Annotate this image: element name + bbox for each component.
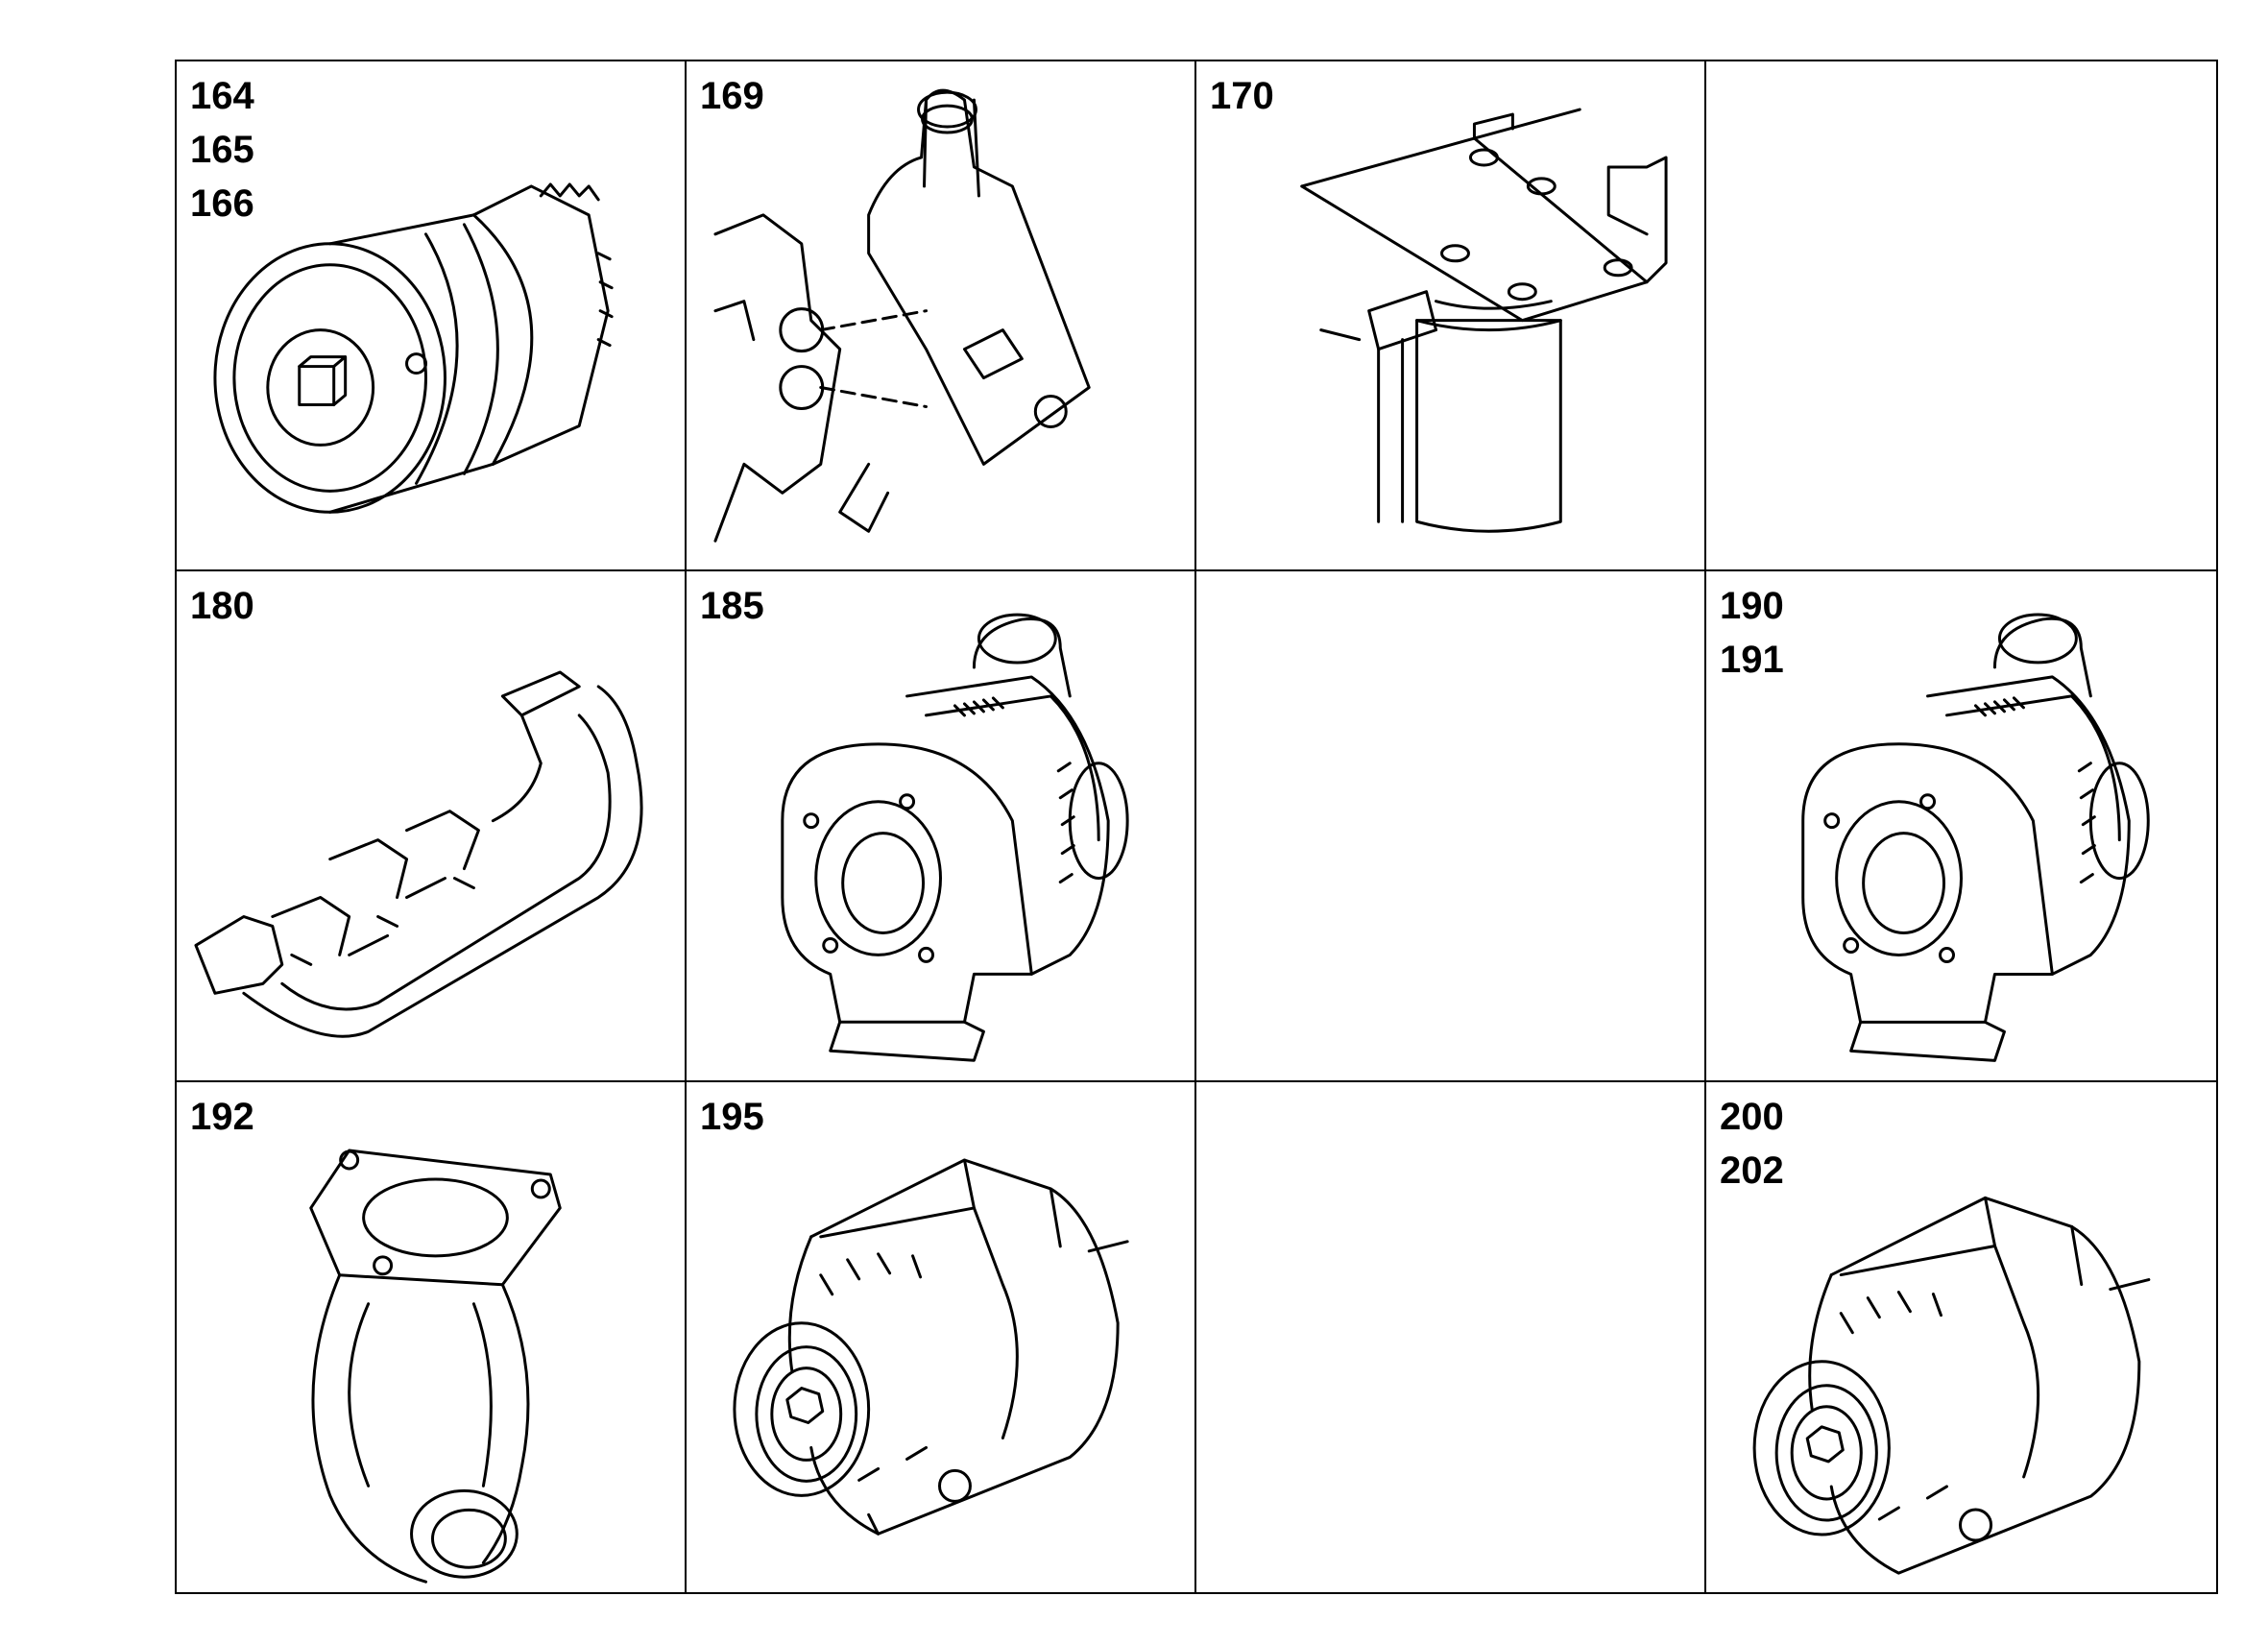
cell-exhaust-elbow-pipe[interactable]: 192 (177, 1081, 687, 1592)
cell-empty (1196, 1081, 1706, 1592)
exhaust-elbow-pipe-illustration (309, 1149, 562, 1584)
cell-turbocharger[interactable]: 190 191 (1706, 571, 2216, 1082)
cell-labels: 192 (190, 1090, 254, 1144)
part-number: 169 (700, 75, 764, 117)
part-number: 165 (190, 129, 254, 171)
part-number: 195 (700, 1095, 764, 1138)
cell-empty (1706, 61, 2216, 572)
part-number: 170 (1210, 75, 1274, 117)
cell-labels: 180 (190, 579, 254, 633)
cell-thermostat-housing[interactable]: 169 (687, 61, 1196, 572)
cell-labels: 200 202 (1720, 1090, 1784, 1197)
part-number: 180 (190, 585, 254, 628)
cell-alternator[interactable]: 200 202 (1706, 1082, 2216, 1592)
alternator-illustration (1752, 1196, 2151, 1575)
part-number: 166 (190, 182, 254, 225)
water-pump-illustration (213, 182, 614, 514)
part-number: 191 (1720, 639, 1784, 682)
cell-empty (1196, 571, 1706, 1082)
cell-labels: 164 165 166 (190, 69, 254, 230)
fuel-filter-bracket-illustration (1300, 108, 1668, 533)
part-number: 185 (700, 585, 764, 628)
part-number: 190 (1720, 585, 1784, 628)
part-number: 200 (1720, 1095, 1784, 1138)
cell-labels: 195 (700, 1090, 764, 1144)
turbocharger-illustration (1801, 613, 2150, 1063)
cell-water-pump[interactable]: 164 165 166 (177, 61, 687, 572)
cell-alternator[interactable]: 195 (687, 1081, 1196, 1592)
part-number: 202 (1720, 1149, 1784, 1192)
cell-labels: 185 (700, 579, 764, 633)
cell-fuel-filter-bracket[interactable]: 170 (1196, 61, 1706, 572)
cell-exhaust-manifold[interactable]: 180 (177, 571, 687, 1082)
parts-index-grid: 164 165 166 169 (175, 60, 2218, 1594)
thermostat-housing-illustration (713, 88, 1091, 543)
part-number: 164 (190, 75, 254, 117)
cell-labels: 170 (1210, 69, 1274, 123)
cell-labels: 190 191 (1720, 579, 1784, 687)
turbocharger-illustration (781, 613, 1129, 1063)
cell-labels: 169 (700, 69, 764, 123)
exhaust-manifold-illustration (194, 670, 643, 1039)
part-number: 192 (190, 1095, 254, 1138)
cell-turbocharger[interactable]: 185 (687, 571, 1196, 1082)
alternator-illustration (733, 1158, 1129, 1536)
